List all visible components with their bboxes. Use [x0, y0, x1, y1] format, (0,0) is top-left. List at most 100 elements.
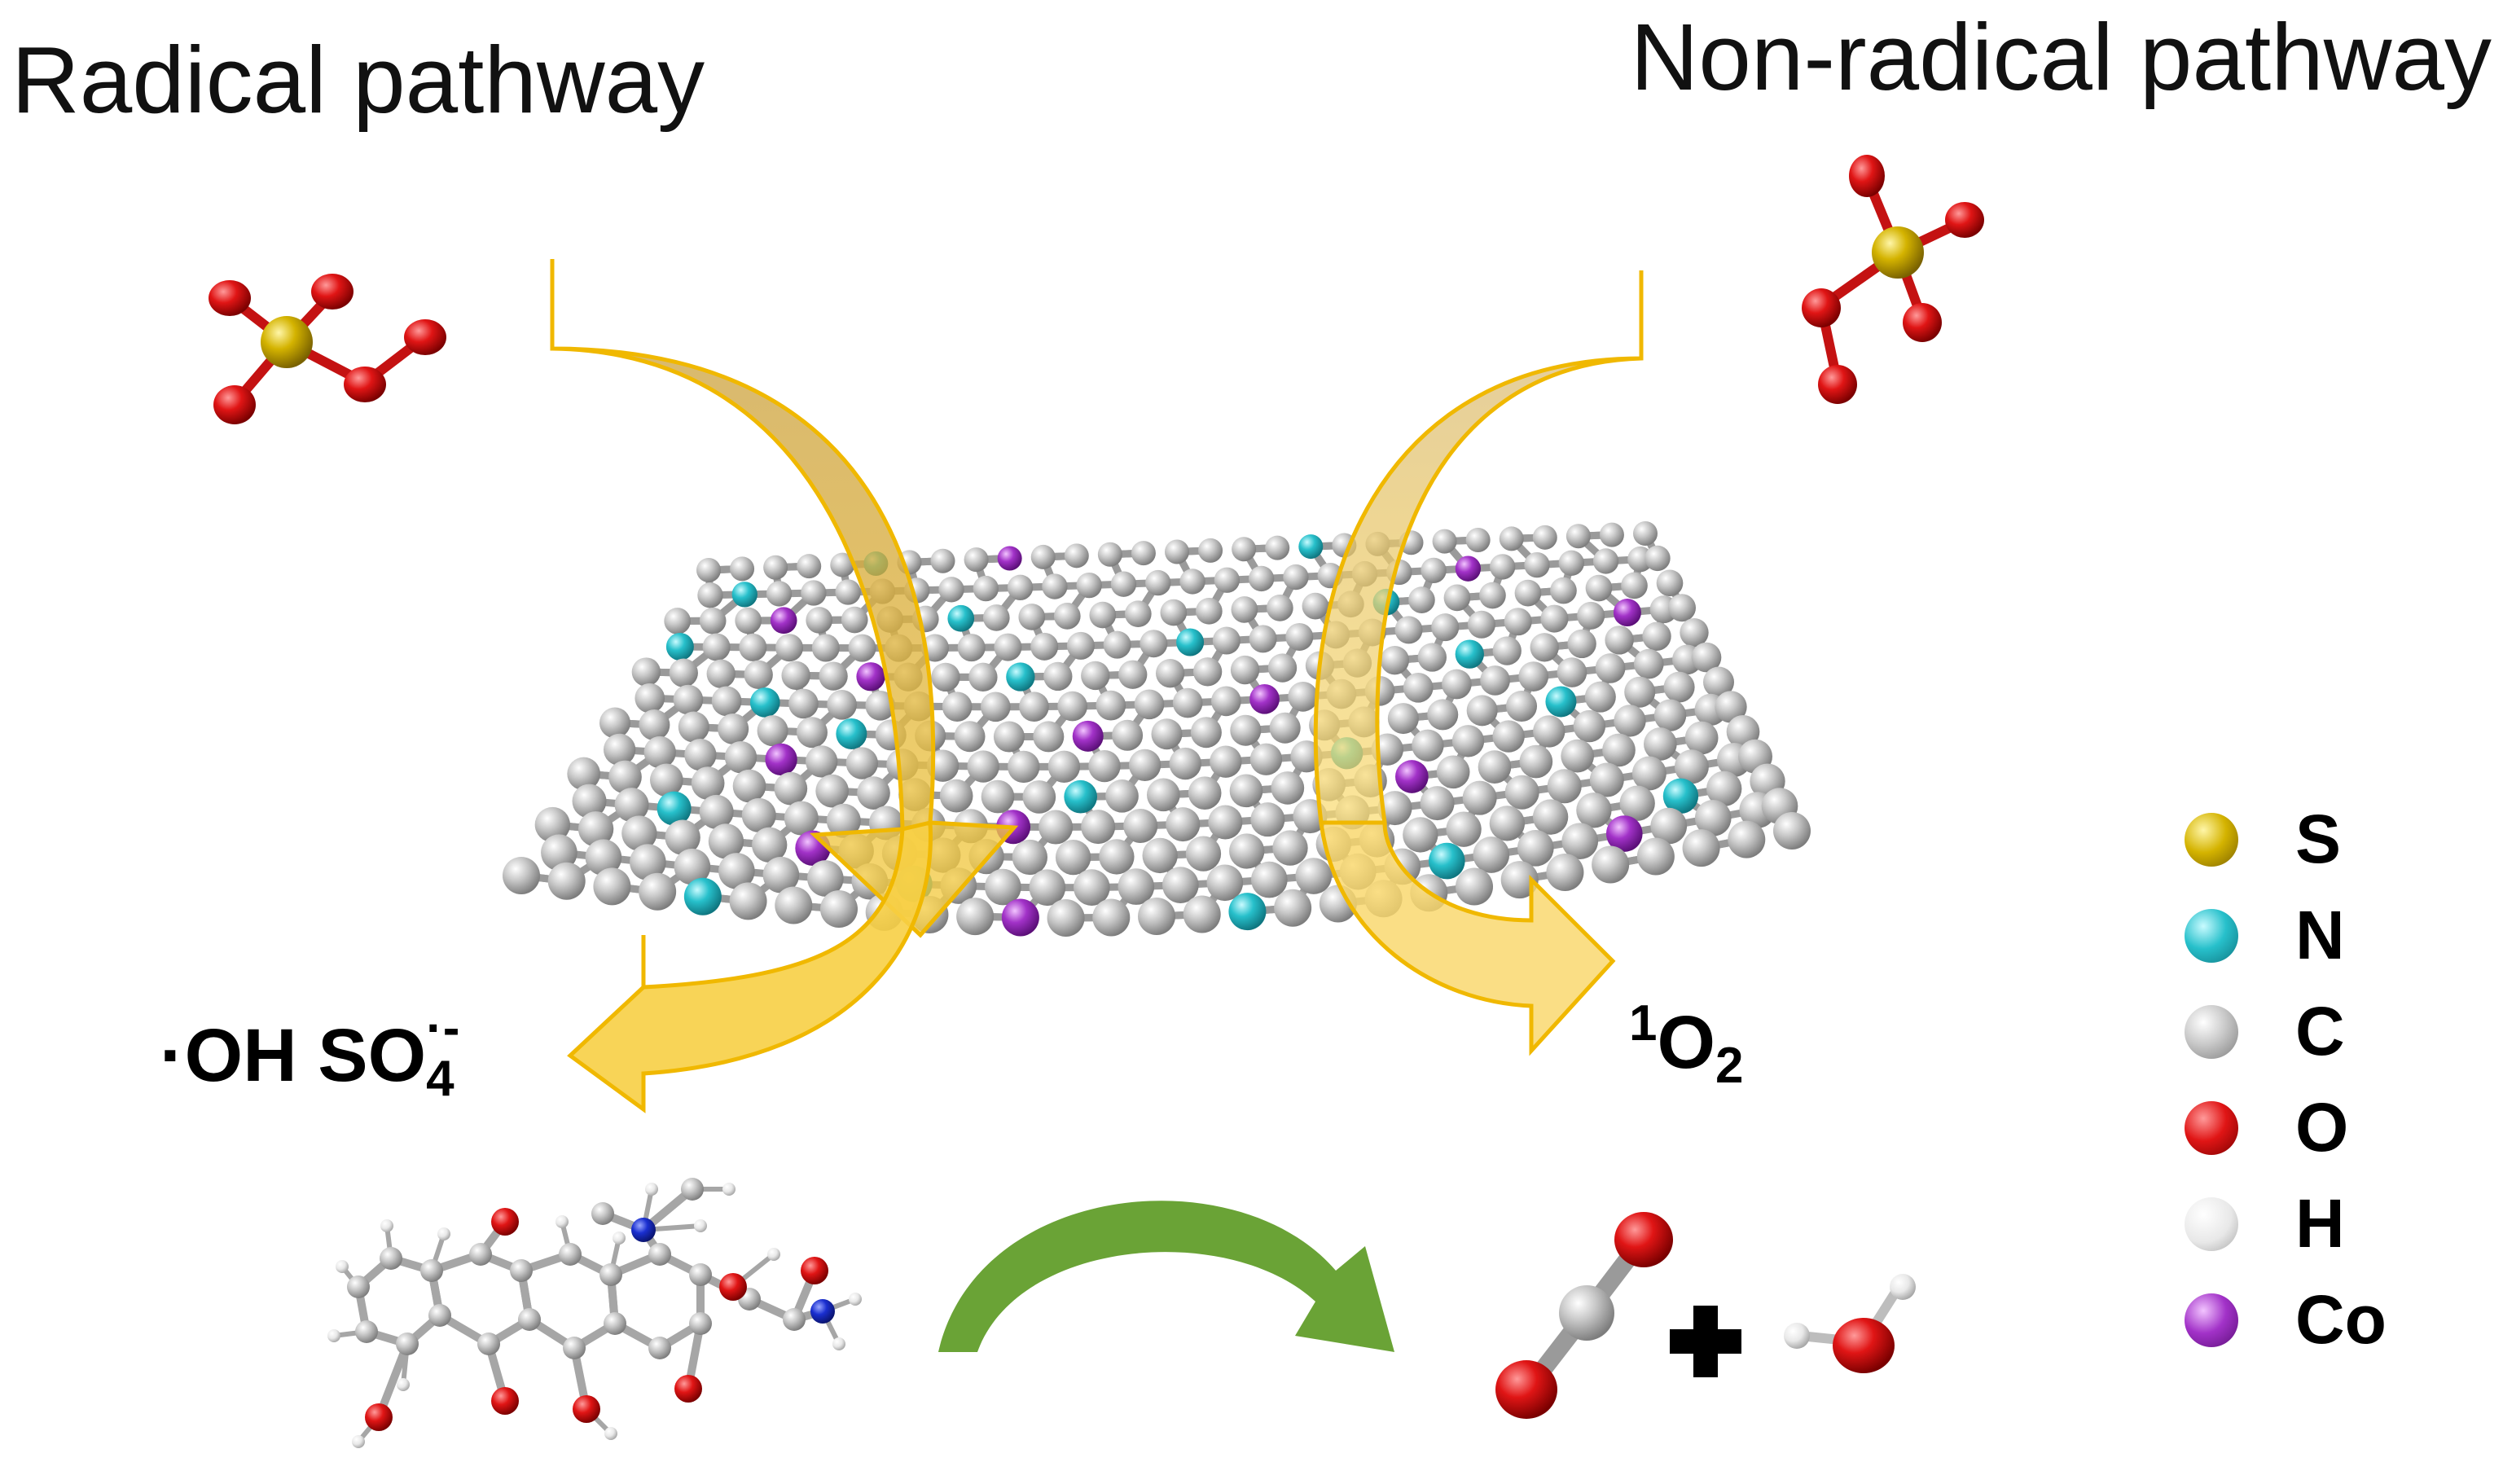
carbon-atom [1138, 898, 1175, 935]
pollutant-hydrogen-atom [352, 1435, 365, 1448]
carbon-atom [630, 844, 666, 880]
carbon-atom [1019, 692, 1049, 722]
carbon-atom [696, 558, 721, 582]
carbon-atom [1573, 709, 1606, 743]
carbon-atom [1092, 898, 1131, 937]
carbon-atom [968, 662, 998, 692]
carbon-atom [1183, 895, 1221, 933]
carbon-atom [1530, 633, 1559, 662]
carbon-atom [930, 548, 955, 573]
nitrogen-atom [1176, 628, 1205, 656]
carbon-atom [1532, 799, 1569, 835]
carbon-atom [973, 575, 999, 602]
carbon-atom [1589, 762, 1624, 797]
carbon-atom [1561, 823, 1599, 859]
carbon-atom [1421, 557, 1447, 584]
carbon-atom [796, 717, 828, 749]
carbon-atom [664, 608, 692, 634]
carbon-atom [1285, 622, 1314, 651]
carbon-atom [1134, 689, 1165, 720]
carbon-atom [1427, 699, 1459, 731]
carbon-atom [1128, 749, 1161, 782]
nitrogen-atom [683, 877, 722, 915]
carbon-atom [1595, 653, 1626, 683]
carbon-atom [567, 757, 601, 791]
carbon-atom [572, 784, 607, 819]
carbon-atom [1408, 586, 1435, 613]
carbon-atom [603, 733, 636, 766]
carbon-atom [1081, 661, 1110, 691]
carbon-atom [1229, 833, 1265, 869]
carbon-atom [1295, 858, 1333, 894]
carbon-atom [621, 815, 657, 851]
carbon-atom [1269, 712, 1301, 744]
carbon-atom [673, 684, 704, 715]
carbon-atom [1190, 717, 1222, 749]
pollutant-carbon-atom [518, 1308, 541, 1331]
carbon-atom [702, 633, 731, 661]
carbon-atom [1012, 839, 1048, 876]
nitrogen-atom [1662, 778, 1699, 814]
carbon-atom [1185, 836, 1222, 872]
carbon-atom [1490, 554, 1516, 580]
pollutant-carbon-atom [477, 1333, 500, 1355]
carbon-atom [1380, 646, 1410, 675]
carbon-atom [708, 823, 744, 859]
nitrogen-atom [1228, 893, 1267, 931]
cobalt-atom [1395, 760, 1429, 793]
carbon-atom [1377, 791, 1412, 826]
carbon-atom [1140, 630, 1168, 658]
carbon-atom [1479, 582, 1506, 609]
carbon-atom [541, 834, 577, 872]
carbon-atom [956, 898, 995, 936]
carbon-atom [784, 801, 819, 836]
carbon-atom [1151, 718, 1183, 750]
carbon-atom [639, 872, 677, 911]
carbon-atom [1302, 592, 1329, 620]
carbon-atom [1465, 528, 1491, 553]
carbon-atom [827, 689, 857, 720]
carbon-atom [691, 766, 725, 800]
carbon-atom [1042, 573, 1068, 599]
carbon-ball-icon [2185, 1005, 2238, 1059]
carbon-atom [1198, 538, 1223, 563]
carbon-atom [1066, 631, 1095, 660]
carbon-atom [1504, 608, 1532, 636]
carbon-atom [1165, 539, 1189, 564]
carbon-atom [1557, 657, 1587, 687]
carbon-atom [1230, 655, 1260, 685]
carbon-atom [763, 555, 788, 580]
legend-item-c: C [2167, 990, 2411, 1072]
carbon-atom [982, 604, 1010, 631]
carbon-atom [744, 660, 773, 690]
carbon-atom [1584, 681, 1616, 713]
pollutant-carbon-atom [648, 1337, 671, 1359]
carbon-atom [1394, 616, 1423, 644]
carbon-atom [931, 662, 960, 692]
carbon-atom [1467, 610, 1495, 639]
carbon-atom [1480, 665, 1510, 696]
carbon-atom [547, 862, 586, 900]
carbon-atom [826, 803, 861, 838]
carbon-atom [1047, 750, 1081, 783]
carbon-atom [1089, 601, 1117, 629]
carbon-atom [980, 692, 1011, 722]
pollutant-carbon-atom [469, 1243, 492, 1266]
plus-icon [1670, 1306, 1741, 1377]
carbon-atom [1029, 869, 1066, 907]
carbon-atom [857, 776, 890, 810]
non-radical-pathway-title: Non-radical pathway [1630, 4, 2492, 110]
carbon-atom [1500, 861, 1539, 899]
carbon-atom [1057, 691, 1087, 722]
carbon-atom [1431, 613, 1460, 642]
carbon-atom [1018, 604, 1046, 630]
carbon-atom [1599, 522, 1624, 547]
peroxymonosulfate-molecule-right [1802, 155, 1984, 404]
peroxymonosulfate-molecule-left [209, 274, 446, 424]
pollutant-carbon-atom [681, 1178, 704, 1201]
carbon-atom [1436, 755, 1470, 789]
carbon-atom [801, 580, 827, 606]
carbon-atom [1265, 535, 1290, 560]
carbon-atom [1112, 719, 1144, 751]
pollutant-hydrogen-atom [397, 1378, 410, 1391]
